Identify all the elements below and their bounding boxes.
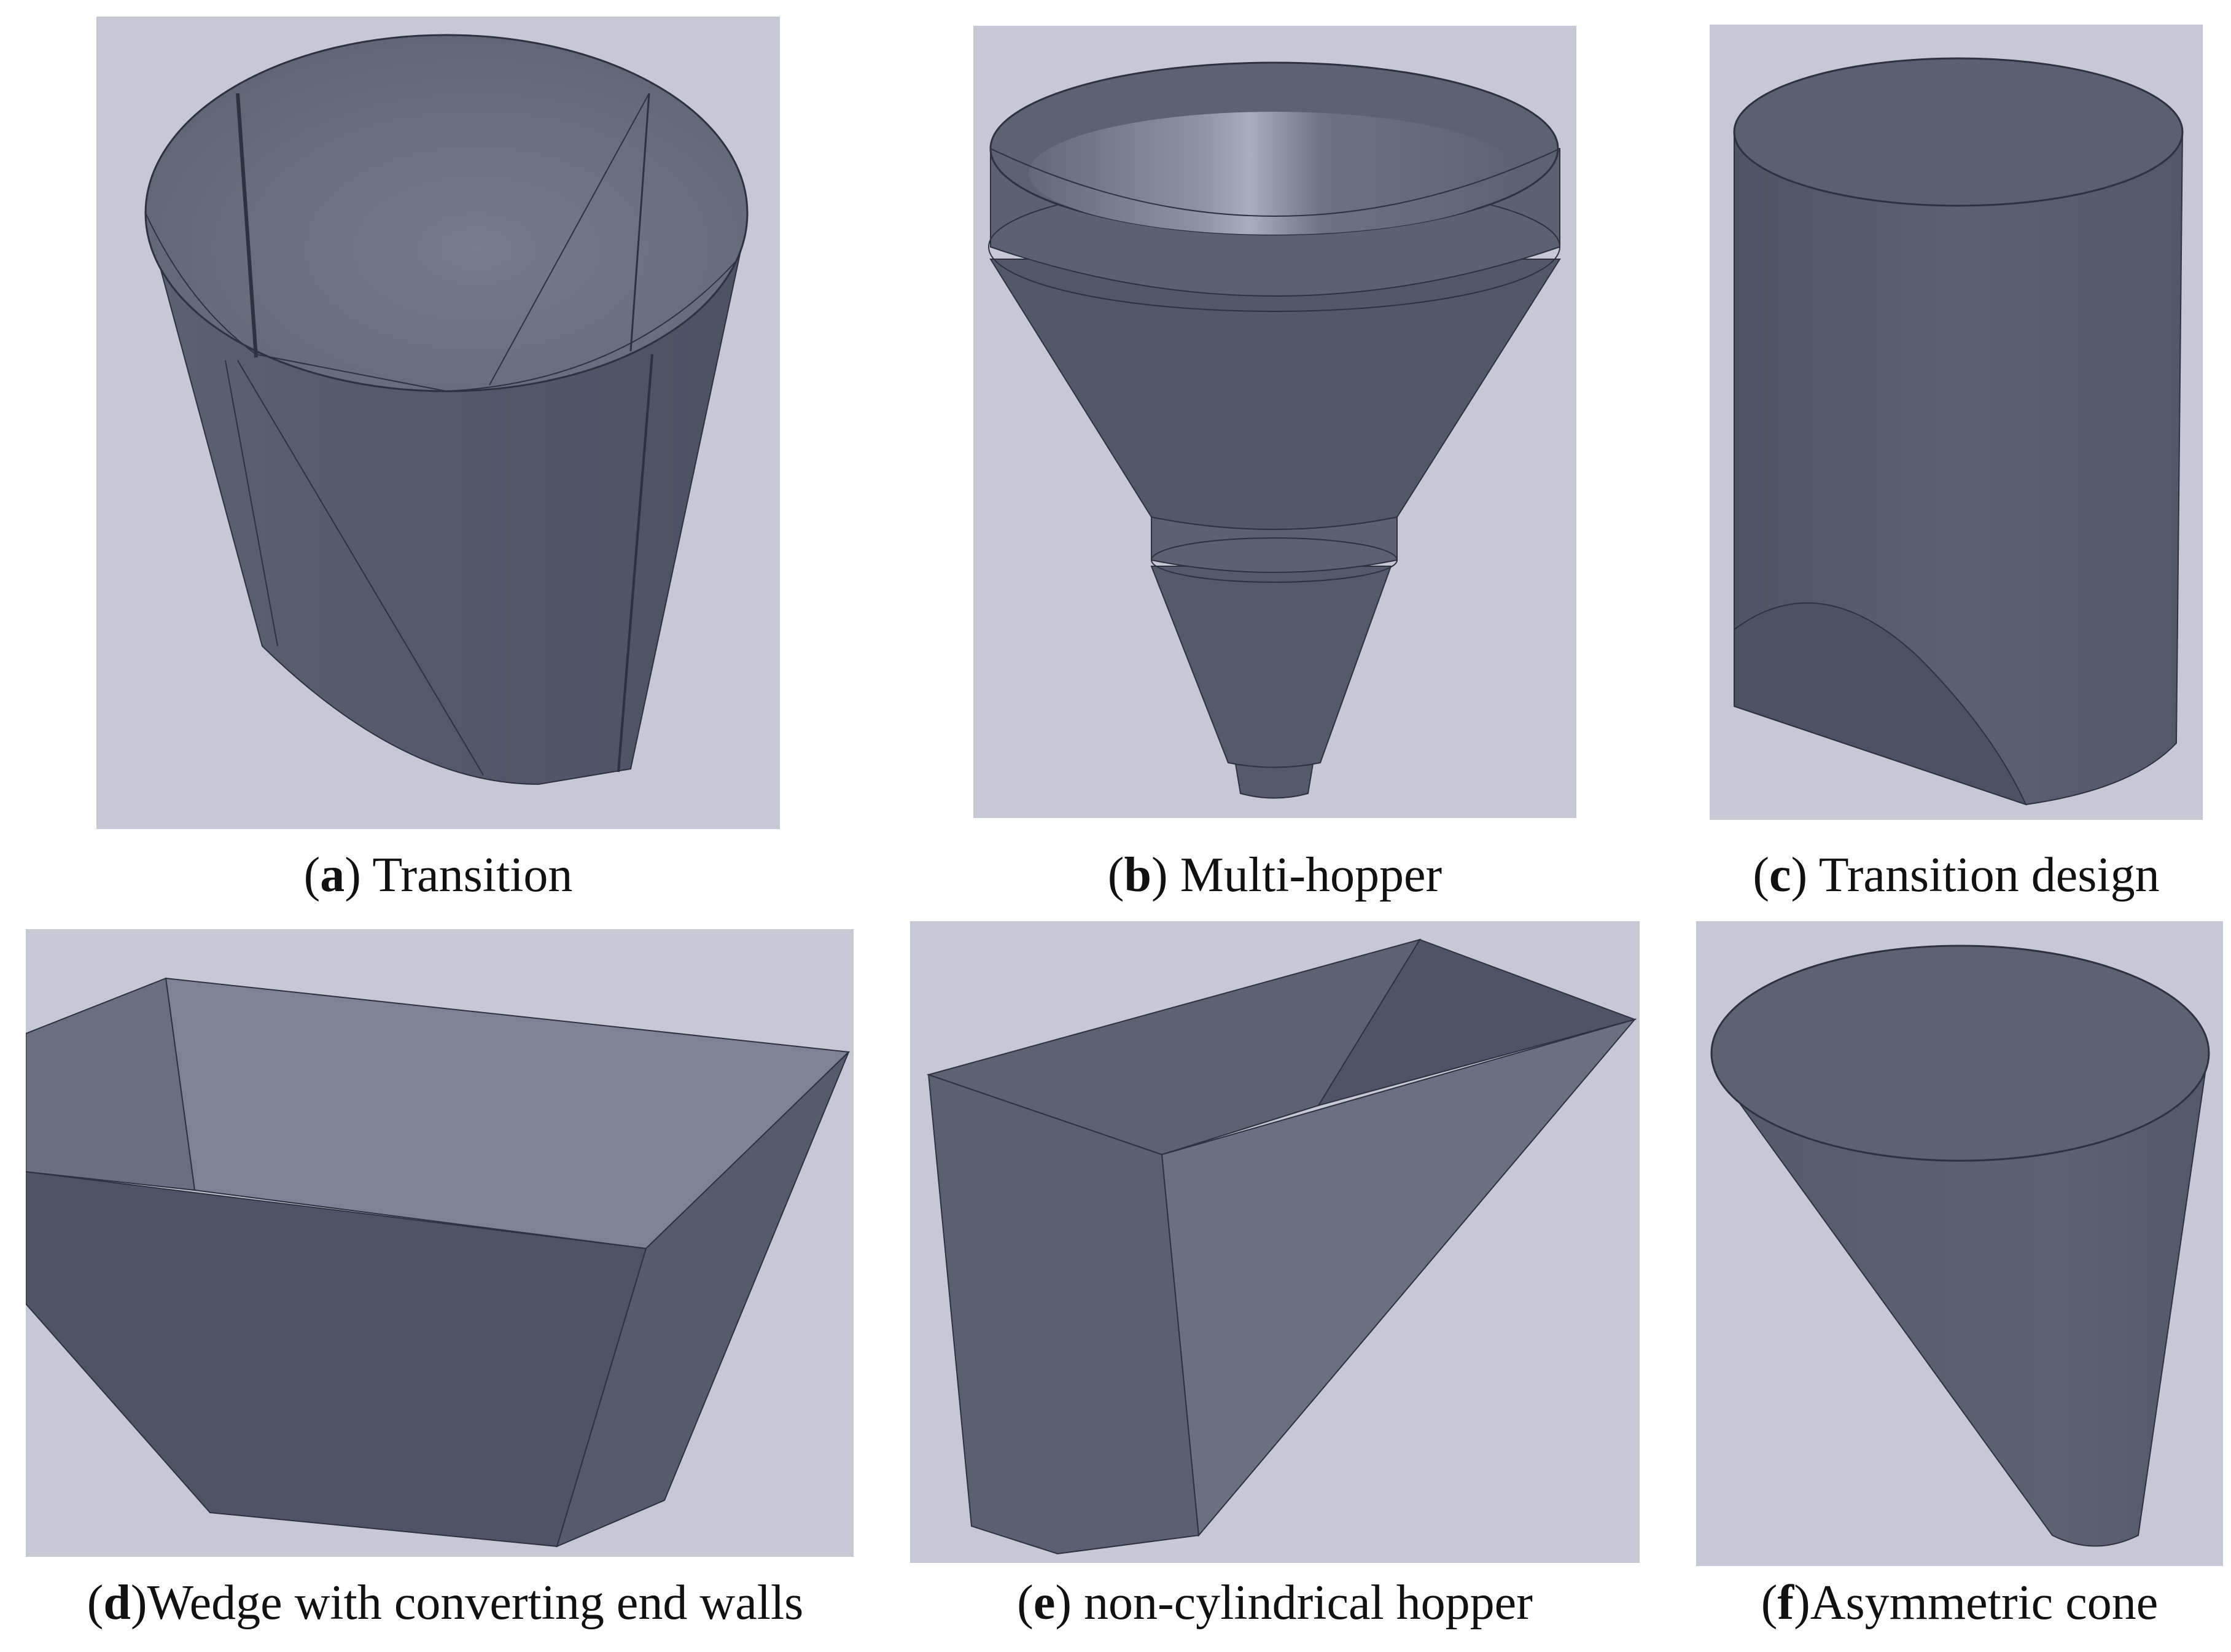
caption-d-letter: d: [103, 1576, 131, 1630]
panel-f-image: [1696, 921, 2223, 1566]
caption-a-letter: a: [320, 848, 345, 902]
caption-c-letter: c: [1769, 848, 1791, 902]
caption-e: (e) non-cylindrical hopper: [1017, 1576, 1533, 1630]
panel-a-image: [96, 17, 780, 829]
caption-f-letter: f: [1777, 1576, 1794, 1630]
caption-d: (d)Wedge with converting end walls: [87, 1576, 804, 1630]
caption-e-text: non-cylindrical hopper: [1083, 1576, 1533, 1630]
panel-c-image: [1710, 25, 2203, 820]
caption-e-letter: e: [1033, 1576, 1056, 1630]
transition-design-icon: [1733, 57, 2184, 806]
caption-b-text: Multi-hopper: [1180, 848, 1443, 902]
caption-f: (f)Asymmetric cone: [1761, 1576, 2159, 1630]
panel-d-image: [26, 929, 854, 1557]
caption-a-text: Transition: [372, 848, 573, 902]
caption-f-text: Asymmetric cone: [1810, 1576, 2159, 1630]
caption-a: (a) Transition: [303, 848, 573, 902]
caption-c-text: Transition design: [1818, 848, 2160, 902]
panel-e-image: [910, 921, 1640, 1563]
caption-b-letter: b: [1124, 848, 1151, 902]
non-cylindrical-hopper-icon: [926, 938, 1637, 1555]
panel-b-image: [973, 26, 1576, 818]
caption-b: (b) Multi-hopper: [1107, 848, 1443, 902]
asymmetric-cone-icon: [1710, 945, 2210, 1547]
wedge-hopper-icon: [26, 977, 851, 1548]
caption-c: (c) Transition design: [1753, 848, 2160, 902]
transition-hopper-icon: [144, 34, 749, 785]
multi-hopper-icon: [988, 61, 1561, 799]
caption-d-text: Wedge with converting end walls: [147, 1576, 804, 1630]
